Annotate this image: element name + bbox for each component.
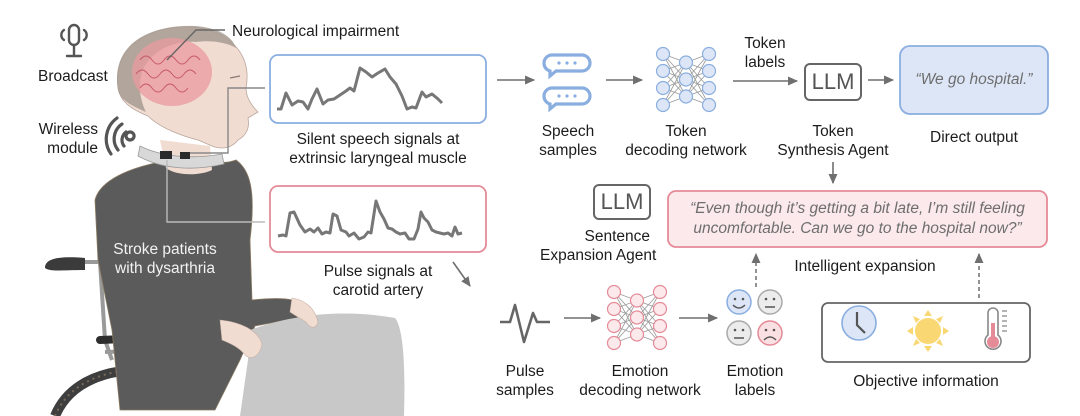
- network-node: [629, 327, 645, 342]
- speech-bubbles-icon: [542, 53, 592, 113]
- sun-icon: [907, 310, 949, 352]
- clock-icon: [841, 305, 877, 341]
- network-node: [606, 284, 622, 300]
- brain-icon: [132, 38, 212, 106]
- objective-info-label: Objective information: [853, 373, 999, 390]
- network-edge: [636, 291, 661, 335]
- network-node: [652, 284, 668, 300]
- network-node: [652, 335, 668, 351]
- neutral-face-icon: [726, 320, 752, 346]
- expanded-sentence-box: [667, 190, 1048, 248]
- pulse-samples-icon: [500, 303, 550, 344]
- pulse-signal-box: [269, 185, 487, 253]
- network-node: [655, 63, 671, 79]
- network-node: [655, 97, 671, 113]
- speech-sensor-leader-line: [190, 87, 265, 154]
- wireless-module-label: Wireless module: [38, 121, 98, 157]
- network-node: [652, 318, 668, 334]
- network-node: [606, 318, 622, 334]
- direct-output-label: Direct output: [930, 129, 1018, 146]
- wireless-signal-icon: [104, 116, 136, 156]
- network-edge: [685, 53, 710, 97]
- thermometer-icon: [984, 307, 1007, 350]
- broadcast-label: Broadcast: [38, 68, 108, 85]
- network-edge: [662, 62, 687, 106]
- pulse-sensor-leader-line: [166, 160, 265, 223]
- network-node: [606, 301, 622, 317]
- happy-face-icon: [726, 289, 752, 315]
- speech-signal-waveform: [277, 66, 444, 111]
- emotion-labels-label: Emotion labels: [726, 363, 784, 399]
- neurological-impairment-label: Neurological impairment: [232, 23, 400, 40]
- broadcast-microphone-icon: [60, 23, 88, 58]
- network-node: [701, 80, 717, 96]
- pulse-signal-label: Pulse signals at carotid artery: [323, 263, 433, 299]
- pulse-samples-label: Pulse samples: [496, 363, 554, 399]
- network-node: [678, 55, 694, 70]
- network-node: [678, 72, 694, 87]
- token-network-icon: [655, 46, 717, 113]
- patient-label: Stroke patients with dysarthria: [113, 241, 217, 277]
- token-agent-llm-box[interactable]: [804, 63, 862, 101]
- emotion-network-icon: [606, 284, 668, 351]
- neuro-leader-line: [166, 29, 225, 61]
- sentence-agent-llm-text: LLM: [600, 189, 644, 214]
- intelligent-expansion-label: Intelligent expansion: [794, 258, 936, 275]
- arrow-pulse-signal-to-pulse-samples: [452, 261, 471, 287]
- direct-output-box: [899, 45, 1049, 115]
- network-node: [652, 301, 668, 317]
- direct-output-text: “We go hospital.”: [915, 71, 1033, 88]
- expanded-sentence-text: “Even though it’s getting a bit late, I’…: [690, 200, 1025, 237]
- speech-signal-box: [269, 54, 487, 124]
- sentence-agent-label: Sentence Expansion Agent: [540, 228, 657, 264]
- token-agent-label: Token Synthesis Agent: [777, 123, 889, 159]
- network-node: [655, 80, 671, 96]
- token-labels-label: Token labels: [744, 35, 786, 71]
- network-node: [629, 310, 645, 325]
- token-agent-llm-text: LLM: [811, 69, 855, 94]
- neutral-face-icon: [757, 289, 783, 315]
- emotion-network-label: Emotion decoding network: [579, 363, 701, 399]
- sad-face-icon: [757, 320, 783, 346]
- network-node: [701, 46, 717, 62]
- network-node: [678, 89, 694, 104]
- network-edge: [613, 300, 638, 344]
- token-network-label: Token decoding network: [625, 123, 747, 159]
- speech-signal-label: Silent speech signals at extrinsic laryn…: [289, 131, 467, 167]
- network-node: [701, 63, 717, 79]
- speech-samples-label: Speech samples: [539, 123, 597, 159]
- sentence-agent-llm-box[interactable]: [593, 184, 651, 220]
- patient-head: [116, 25, 259, 149]
- network-node: [606, 335, 622, 351]
- neck-collar-device: [137, 145, 225, 169]
- network-node: [655, 46, 671, 62]
- network-node: [629, 293, 645, 308]
- pulse-signal-waveform: [277, 199, 463, 241]
- network-node: [701, 97, 717, 113]
